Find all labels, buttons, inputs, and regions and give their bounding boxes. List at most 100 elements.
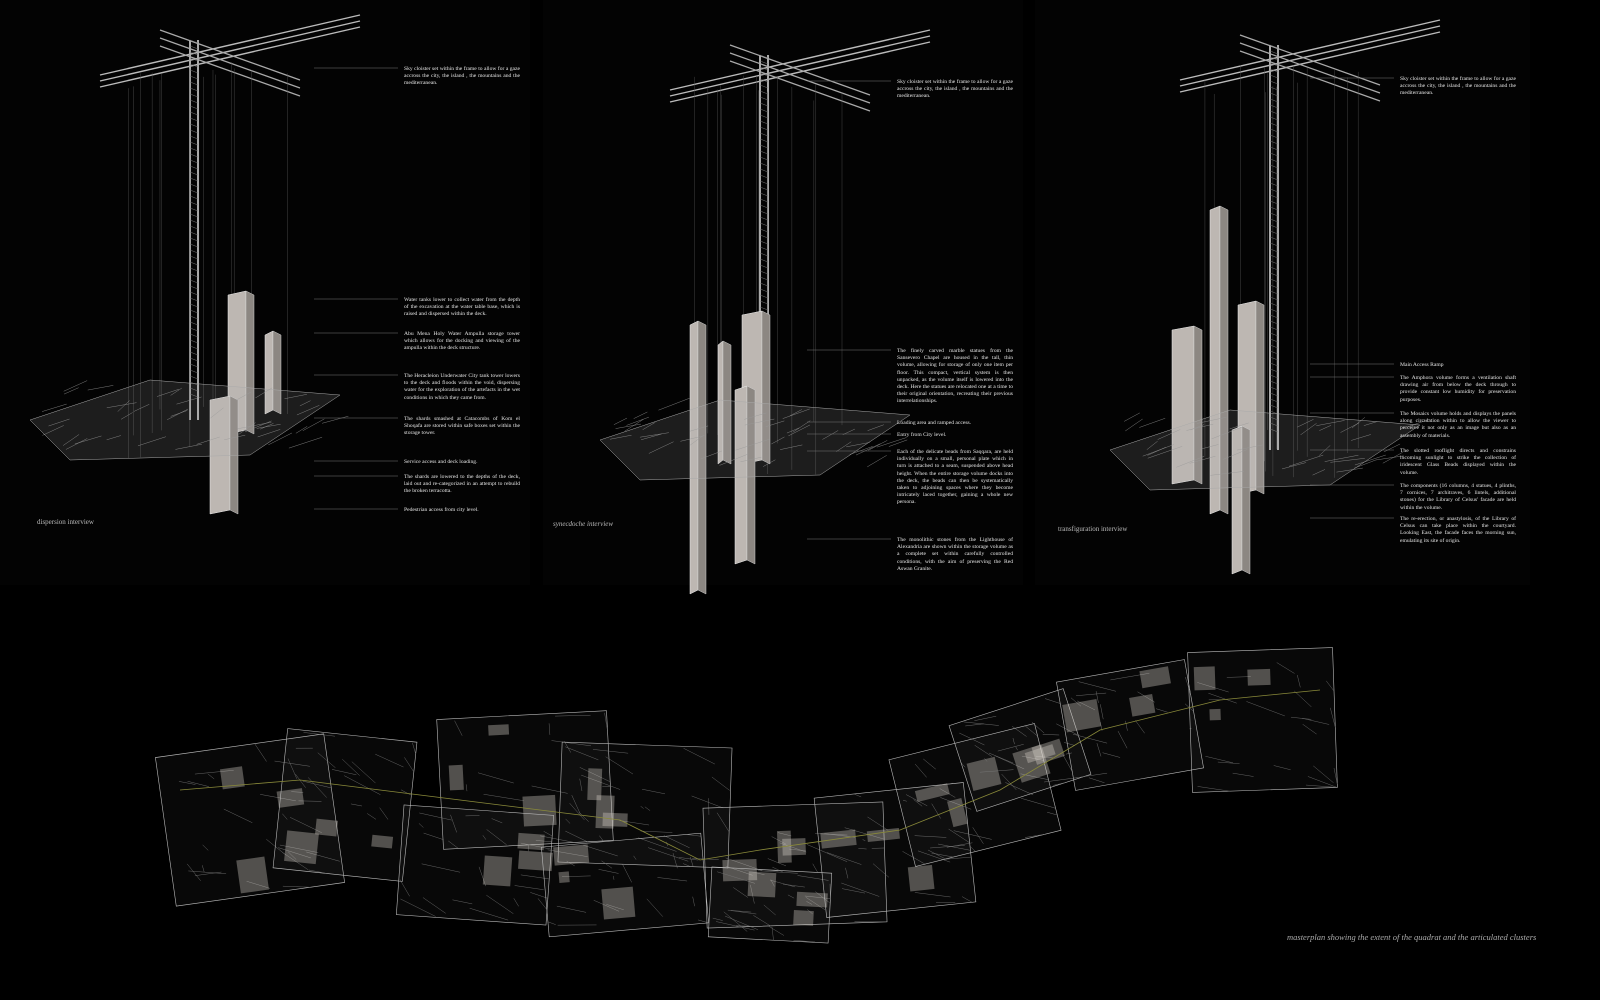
lattice-brace (759, 72, 769, 77)
lattice-brace (189, 159, 199, 164)
lattice-brace (1269, 212, 1279, 217)
deck-detail (1376, 455, 1404, 461)
deck-detail (1237, 444, 1263, 451)
lattice-brace (759, 240, 769, 245)
masterplan-tile (272, 728, 418, 882)
lattice-brace (189, 87, 199, 92)
lattice-brace (189, 267, 199, 272)
lattice-brace (759, 120, 769, 125)
note: The Mosaics volume holds and displays th… (1400, 411, 1516, 439)
lattice-brace (1269, 158, 1279, 163)
lattice-brace (1269, 284, 1279, 289)
lattice-brace (189, 39, 199, 44)
note: Sky cloister set within the frame to all… (897, 79, 1013, 100)
deck-detail (137, 436, 166, 447)
deck-detail (120, 412, 133, 420)
deck (599, 399, 911, 481)
deck-detail (1222, 449, 1248, 460)
lattice-brace (1269, 344, 1279, 349)
caption-dispersion: dispersion interview (37, 518, 94, 526)
lattice-brace (189, 285, 199, 290)
deck-detail (719, 453, 749, 466)
lattice-brace (759, 102, 769, 107)
deck-detail (302, 418, 325, 431)
panel-transfiguration (1035, 0, 1530, 585)
deck-detail (1139, 418, 1166, 428)
lattice-brace (189, 75, 199, 80)
storage-tower (761, 310, 771, 465)
lattice-brace (189, 249, 199, 254)
deck-detail (1142, 444, 1174, 457)
deck-detail (284, 394, 307, 399)
lattice-brace (1269, 86, 1279, 91)
lattice-brace (1269, 254, 1279, 259)
deck-detail (789, 409, 802, 417)
lattice-brace (759, 54, 769, 59)
deck-detail (176, 396, 202, 405)
lattice-brace (1269, 176, 1279, 181)
deck-detail (690, 425, 709, 432)
sky-beam (99, 26, 361, 88)
note: Each of the delicate beads from Saqqara,… (897, 449, 1013, 506)
deck-detail (224, 434, 246, 440)
lattice-brace (759, 78, 769, 83)
lattice-brace (759, 258, 769, 263)
note: Main Access Ramp (1400, 362, 1444, 368)
masterplan-tile (436, 710, 614, 850)
deck-detail (763, 459, 776, 467)
deck-detail (610, 435, 632, 440)
note: The Amphora volume forms a ventilation s… (1400, 375, 1516, 403)
lattice-brace (1269, 98, 1279, 103)
lattice-brace (189, 153, 199, 158)
lattice-brace (1269, 152, 1279, 157)
lattice-brace (189, 339, 199, 344)
masterplan-tile (702, 801, 888, 929)
masterplan-tile (1056, 659, 1204, 791)
lattice-brace (759, 288, 769, 293)
deck-detail (1312, 469, 1326, 476)
deck-detail (133, 404, 150, 412)
lattice-brace (759, 264, 769, 269)
deck-detail (613, 417, 628, 425)
deck-detail (48, 418, 70, 427)
lattice-brace (1269, 236, 1279, 241)
deck-detail (63, 380, 88, 392)
lattice-brace (759, 198, 769, 203)
deck-detail (1351, 434, 1371, 441)
lattice-brace (759, 156, 769, 161)
deck-detail (238, 422, 256, 435)
lattice-brace (759, 90, 769, 95)
deck-detail (295, 426, 308, 434)
lattice-brace (759, 228, 769, 233)
lattice-brace (1269, 122, 1279, 127)
deck-detail (106, 435, 121, 441)
deck-detail (170, 387, 182, 396)
deck-detail (690, 435, 704, 446)
lattice-brace (1269, 218, 1279, 223)
deck-detail (288, 437, 323, 449)
lattice-brace (1269, 320, 1279, 325)
sky-beam (729, 60, 871, 112)
note: Abu Mena Holy Water Ampulla storage towe… (404, 331, 520, 352)
deck-detail (1330, 458, 1365, 463)
lattice-brace (759, 108, 769, 113)
note: Pedestrian access from city level. (404, 507, 479, 513)
deck-detail (744, 418, 775, 426)
deck-detail (867, 424, 884, 431)
lattice-brace (1269, 278, 1279, 283)
lattice-brace (759, 168, 769, 173)
deck-detail (626, 416, 649, 426)
lattice-brace (759, 96, 769, 101)
lattice-brace (189, 51, 199, 56)
sky-beam (669, 41, 931, 103)
note: Loading area and ramped access. (897, 420, 972, 426)
lattice-brace (189, 231, 199, 236)
lattice-brace (1269, 368, 1279, 373)
lattice-brace (759, 180, 769, 185)
deck-detail (792, 420, 811, 433)
deck-detail (62, 434, 80, 446)
lattice-brace (1269, 356, 1279, 361)
deck-detail (170, 410, 188, 417)
sky-beam (1239, 42, 1381, 94)
lattice-brace (189, 117, 199, 122)
